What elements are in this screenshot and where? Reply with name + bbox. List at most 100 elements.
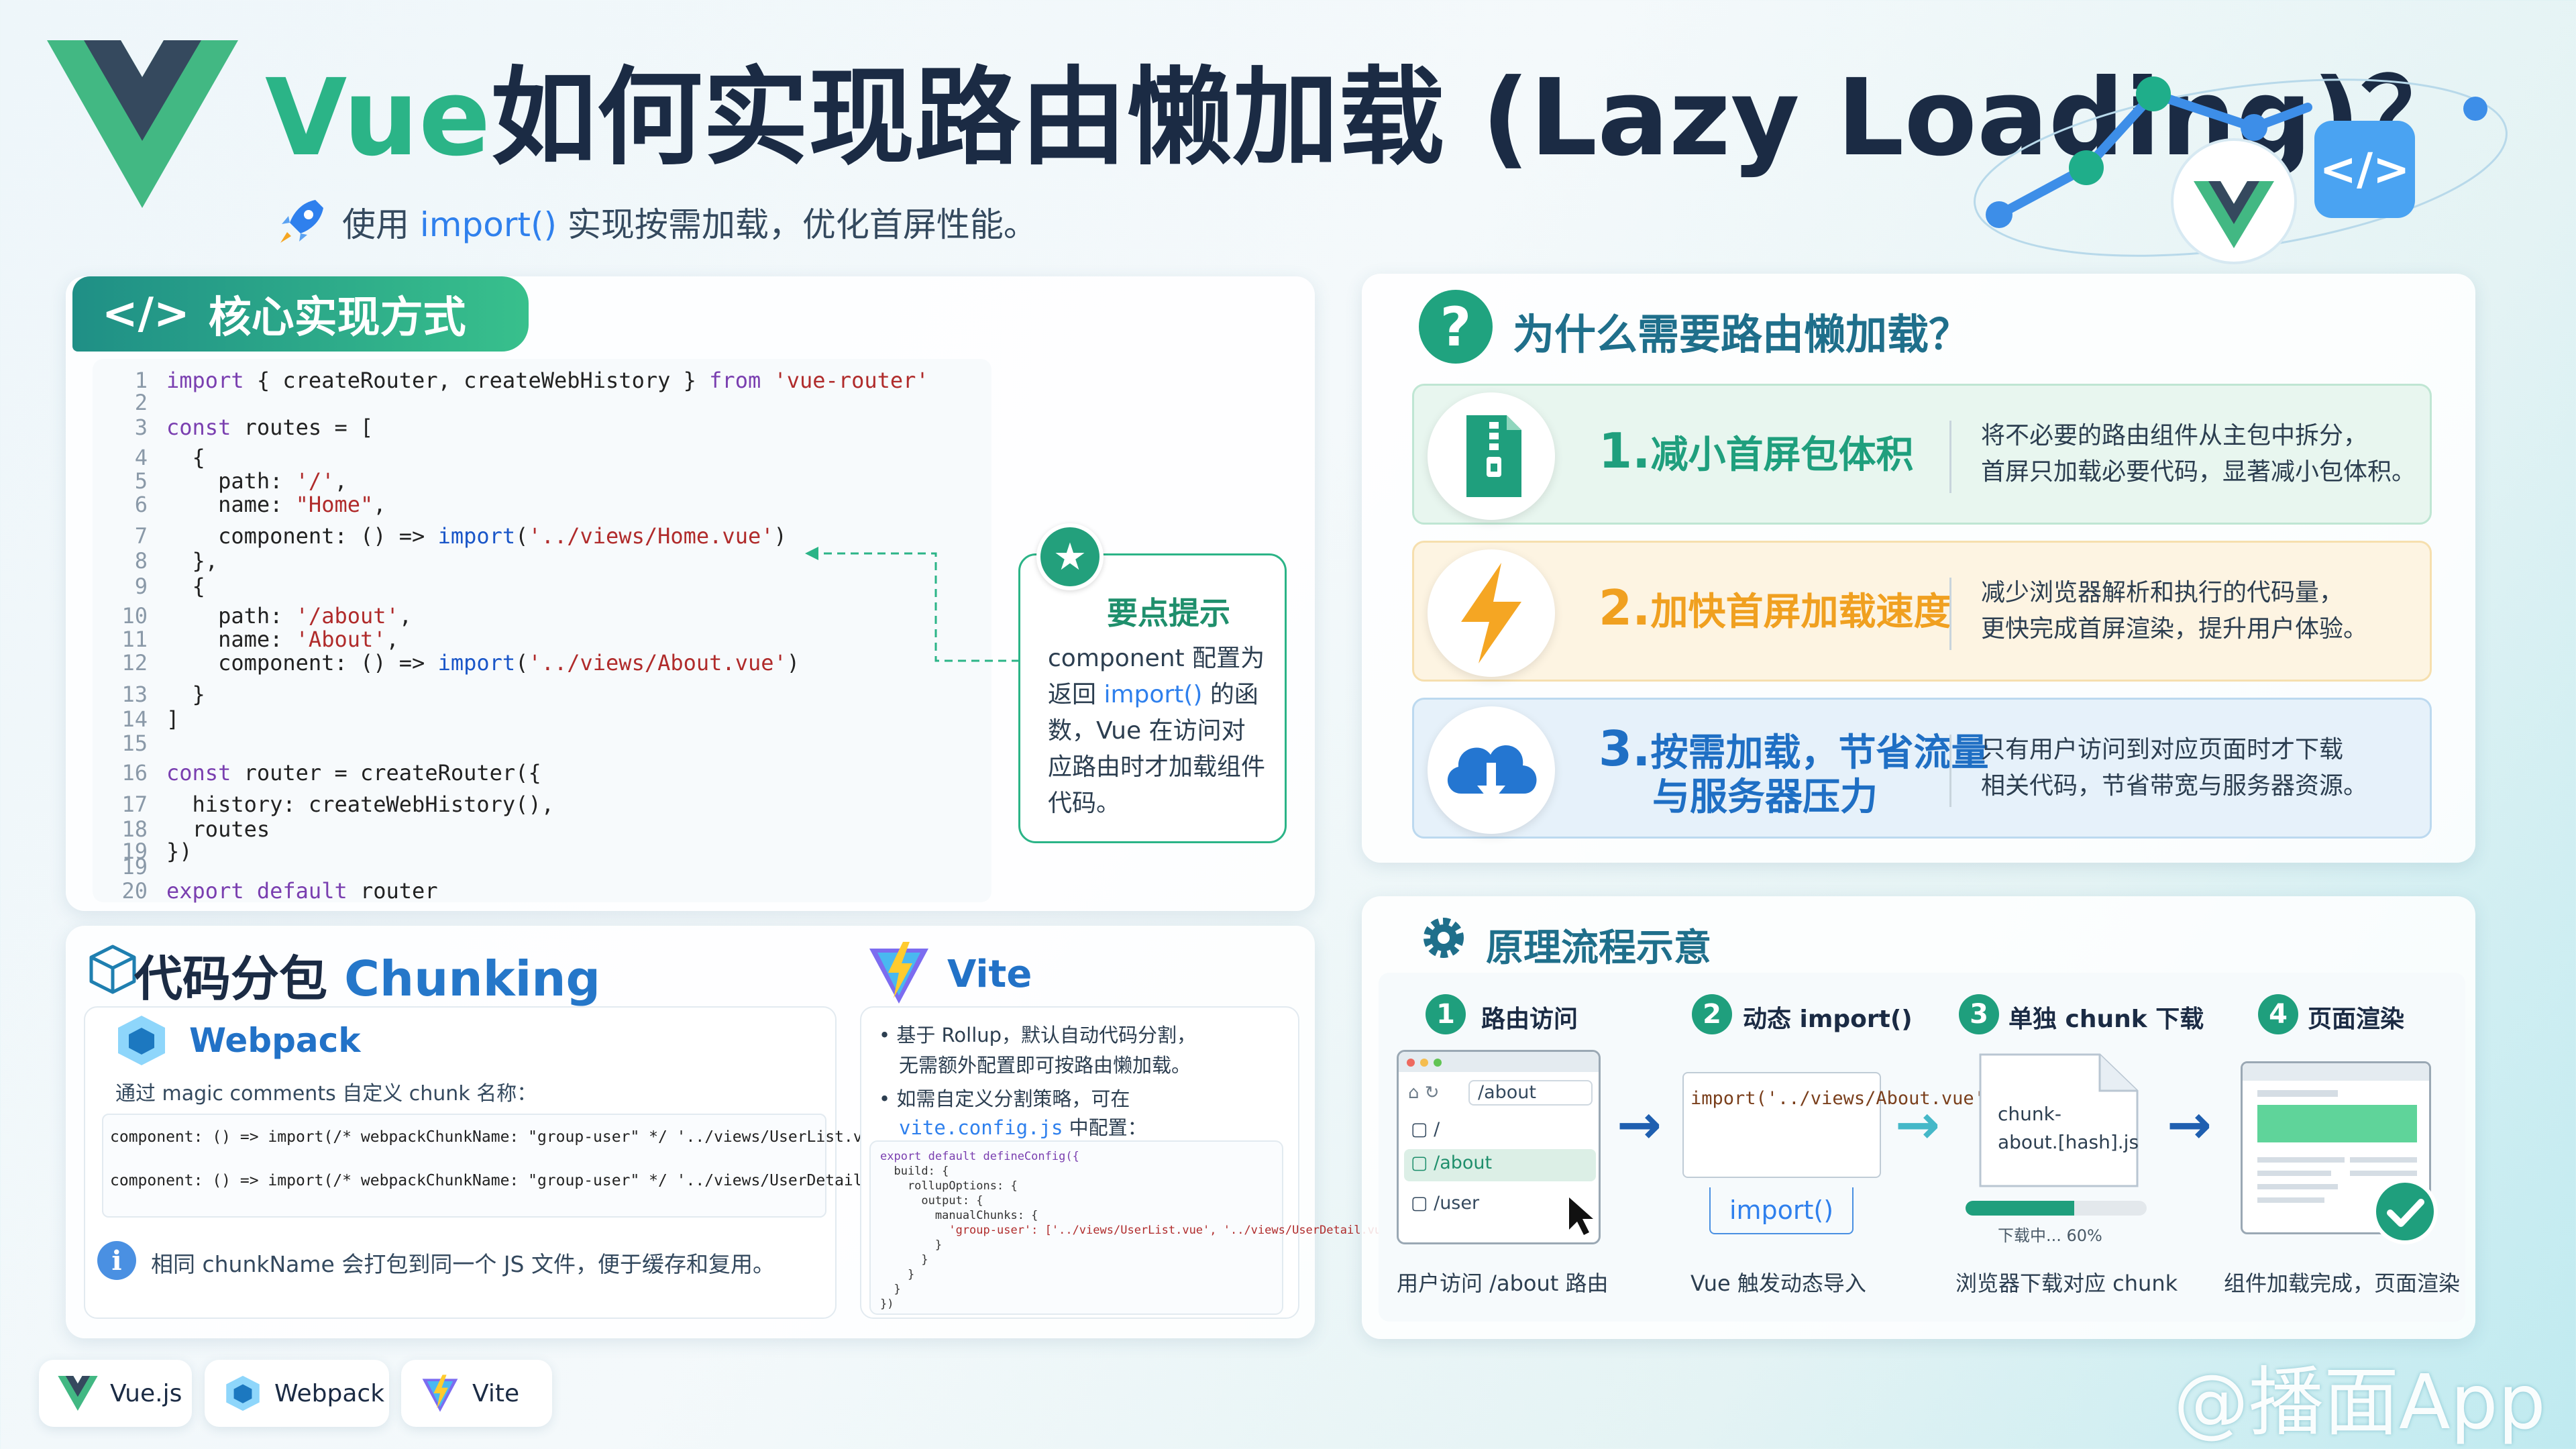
footer-badge-label: Vite	[472, 1379, 520, 1407]
download-progress-label: 下载中... 60%	[1998, 1226, 2102, 1245]
reason-heading: 2.加快首屏加载速度	[1599, 580, 1951, 636]
why-title: 为什么需要路由懒加载？	[1513, 310, 1971, 359]
code-text: export default router	[166, 877, 438, 904]
webpack-code-line: component: () => import(/* webpackChunkN…	[110, 1172, 918, 1189]
lightning-icon	[1428, 549, 1555, 677]
vite-code-block: export default defineConfig({ build: { r…	[869, 1140, 1402, 1315]
code-brackets-icon: </>	[102, 289, 190, 339]
webpack-icon	[226, 1375, 260, 1411]
arrow-right-icon: →	[2167, 1093, 2212, 1156]
step-number: 4	[2258, 994, 2298, 1034]
core-tab: </> 核心实现方式	[72, 276, 529, 352]
vite-icon	[869, 942, 928, 1004]
code-text: },	[166, 548, 219, 574]
vite-code-line: 'group-user': ['../views/UserList.vue', …	[880, 1224, 1402, 1237]
code-text: const router = createRouter({	[166, 760, 541, 786]
code-text: name: 'About',	[166, 627, 399, 653]
route-item: ▢ /user	[1411, 1193, 1480, 1214]
code-text: history: createWebHistory(),	[166, 791, 554, 817]
footer-badge-webpack: Webpack	[205, 1360, 389, 1427]
browser-address-bar: ⌂ ↻ /about	[1408, 1080, 1596, 1107]
page-subtitle: 使用 import() 实现按需加载，优化首屏性能。	[342, 205, 1037, 244]
browser-mockup: ⌂ ↻ /about ▢ / ▢ /about ▢ /user	[1397, 1050, 1601, 1244]
webpack-description: 通过 magic comments 自定义 chunk 名称：	[115, 1082, 537, 1106]
code-text: path: '/about',	[166, 603, 413, 629]
route-item-active: ▢ /about	[1411, 1152, 1493, 1173]
vite-code-line: }	[880, 1283, 901, 1296]
import-function-label: import()	[1709, 1187, 1854, 1234]
route-item: ▢ /	[1411, 1119, 1440, 1140]
code-text: path: '/',	[166, 468, 347, 494]
dashed-pointer-arrow	[805, 547, 1020, 662]
webpack-note: 相同 chunkName 会打包到同一个 JS 文件，便于缓存和复用。	[151, 1251, 775, 1277]
reason-description: 减少浏览器解析和执行的代码量，更快完成首屏渲染，提升用户体验。	[1981, 579, 2368, 643]
import-code-text: import('../views/About.vue')	[1690, 1088, 1996, 1109]
arrow-right-icon: →	[1895, 1093, 1941, 1156]
tip-card	[1018, 553, 1287, 843]
check-circle-icon	[2372, 1179, 2438, 1244]
code-text: name: "Home",	[166, 491, 386, 517]
step-caption: 浏览器下载对应 chunk	[1955, 1271, 2178, 1296]
step-number: 1	[1426, 994, 1466, 1034]
code-text: component: () => import('../views/Home.v…	[166, 523, 787, 549]
gear-icon	[1424, 918, 1464, 958]
vue-logo-icon	[47, 40, 238, 208]
code-text: ]	[166, 706, 180, 733]
vite-bullet-2-cont: vite.config.js 中配置：	[899, 1116, 1147, 1139]
webpack-code-line: component: () => import(/* webpackChunkN…	[110, 1128, 900, 1146]
vite-bullet-2: • 如需自定义分割策略，可在	[879, 1087, 1130, 1110]
network-decoration-icon: </>	[1974, 76, 2508, 264]
step-label: 路由访问	[1481, 1006, 1578, 1033]
step-label: 单独 chunk 下载	[2008, 1006, 2204, 1033]
divider	[1949, 735, 1951, 807]
reason-card-faster-load: 2.加快首屏加载速度 减少浏览器解析和执行的代码量，更快完成首屏渲染，提升用户体…	[1412, 541, 2432, 682]
tip-text: component 配置为返回 import() 的函数，Vue 在访问对应路由…	[1048, 645, 1266, 817]
code-text: routes	[166, 816, 270, 843]
code-text: })	[166, 839, 193, 864]
reason-description: 只有用户访问到对应页面时才下载相关代码，节省带宽与服务器资源。	[1981, 736, 2368, 800]
webpack-title: Webpack	[189, 1021, 361, 1060]
chunk-file-icon	[1979, 1053, 2139, 1187]
flow-title: 原理流程示意	[1486, 926, 1711, 970]
cursor-icon	[1569, 1197, 1593, 1235]
step-number: 3	[1959, 994, 1999, 1034]
watermark: @播面App	[2174, 1359, 2546, 1446]
vue-logo-icon	[58, 1376, 98, 1411]
vite-code-line: manualChunks: {	[880, 1209, 1038, 1222]
vite-icon	[422, 1375, 458, 1412]
vite-code-line: }	[880, 1268, 915, 1281]
footer-badge-vite: Vite	[401, 1360, 552, 1427]
reason-description: 将不必要的路由组件从主包中拆分，首屏只加载必要代码，显著减小包体积。	[1981, 422, 2416, 486]
chunk-file-name: chunk-about.[hash].js	[1998, 1103, 2139, 1153]
webpack-code-block: component: () => import(/* webpackChunkN…	[102, 1114, 918, 1218]
download-progress-bar	[1966, 1201, 2147, 1216]
step-number: 2	[1692, 994, 1732, 1034]
footer-badge-vue: Vue.js	[39, 1360, 192, 1427]
vite-code-line: export default defineConfig({	[880, 1150, 1079, 1163]
divider	[1949, 578, 1951, 650]
vite-code-line: build: {	[880, 1165, 949, 1178]
code-text: import { createRouter, createWebHistory …	[166, 368, 929, 393]
vite-code-line: }	[880, 1238, 943, 1252]
webpack-icon	[118, 1016, 165, 1065]
divider	[1949, 421, 1951, 493]
star-icon: ★	[1036, 523, 1104, 590]
step-caption: 用户访问 /about 路由	[1397, 1271, 1609, 1296]
browser-titlebar	[1399, 1052, 1599, 1072]
code-text: {	[166, 444, 205, 470]
code-text: component: () => import('../views/About.…	[166, 650, 800, 676]
svg-text:</>: </>	[2320, 144, 2410, 195]
step-label: 页面渲染	[2308, 1006, 2405, 1033]
step-caption: Vue 触发动态导入	[1690, 1271, 1866, 1296]
step-label: 动态 import()	[1743, 1006, 1913, 1033]
question-icon: ?	[1419, 290, 1493, 364]
tip-title: 要点提示	[1107, 595, 1230, 631]
info-icon: i	[97, 1241, 136, 1280]
vite-bullet-1-cont: 无需额外配置即可按路由懒加载。	[899, 1054, 1191, 1077]
vite-code-line: }	[880, 1253, 928, 1267]
vite-title: Vite	[947, 953, 1032, 996]
step-caption: 组件加载完成，页面渲染	[2224, 1271, 2461, 1296]
page-title: Vue如何实现路由懒加载 (Lazy Loading)？	[265, 56, 2467, 180]
import-code-card	[1682, 1072, 1881, 1178]
